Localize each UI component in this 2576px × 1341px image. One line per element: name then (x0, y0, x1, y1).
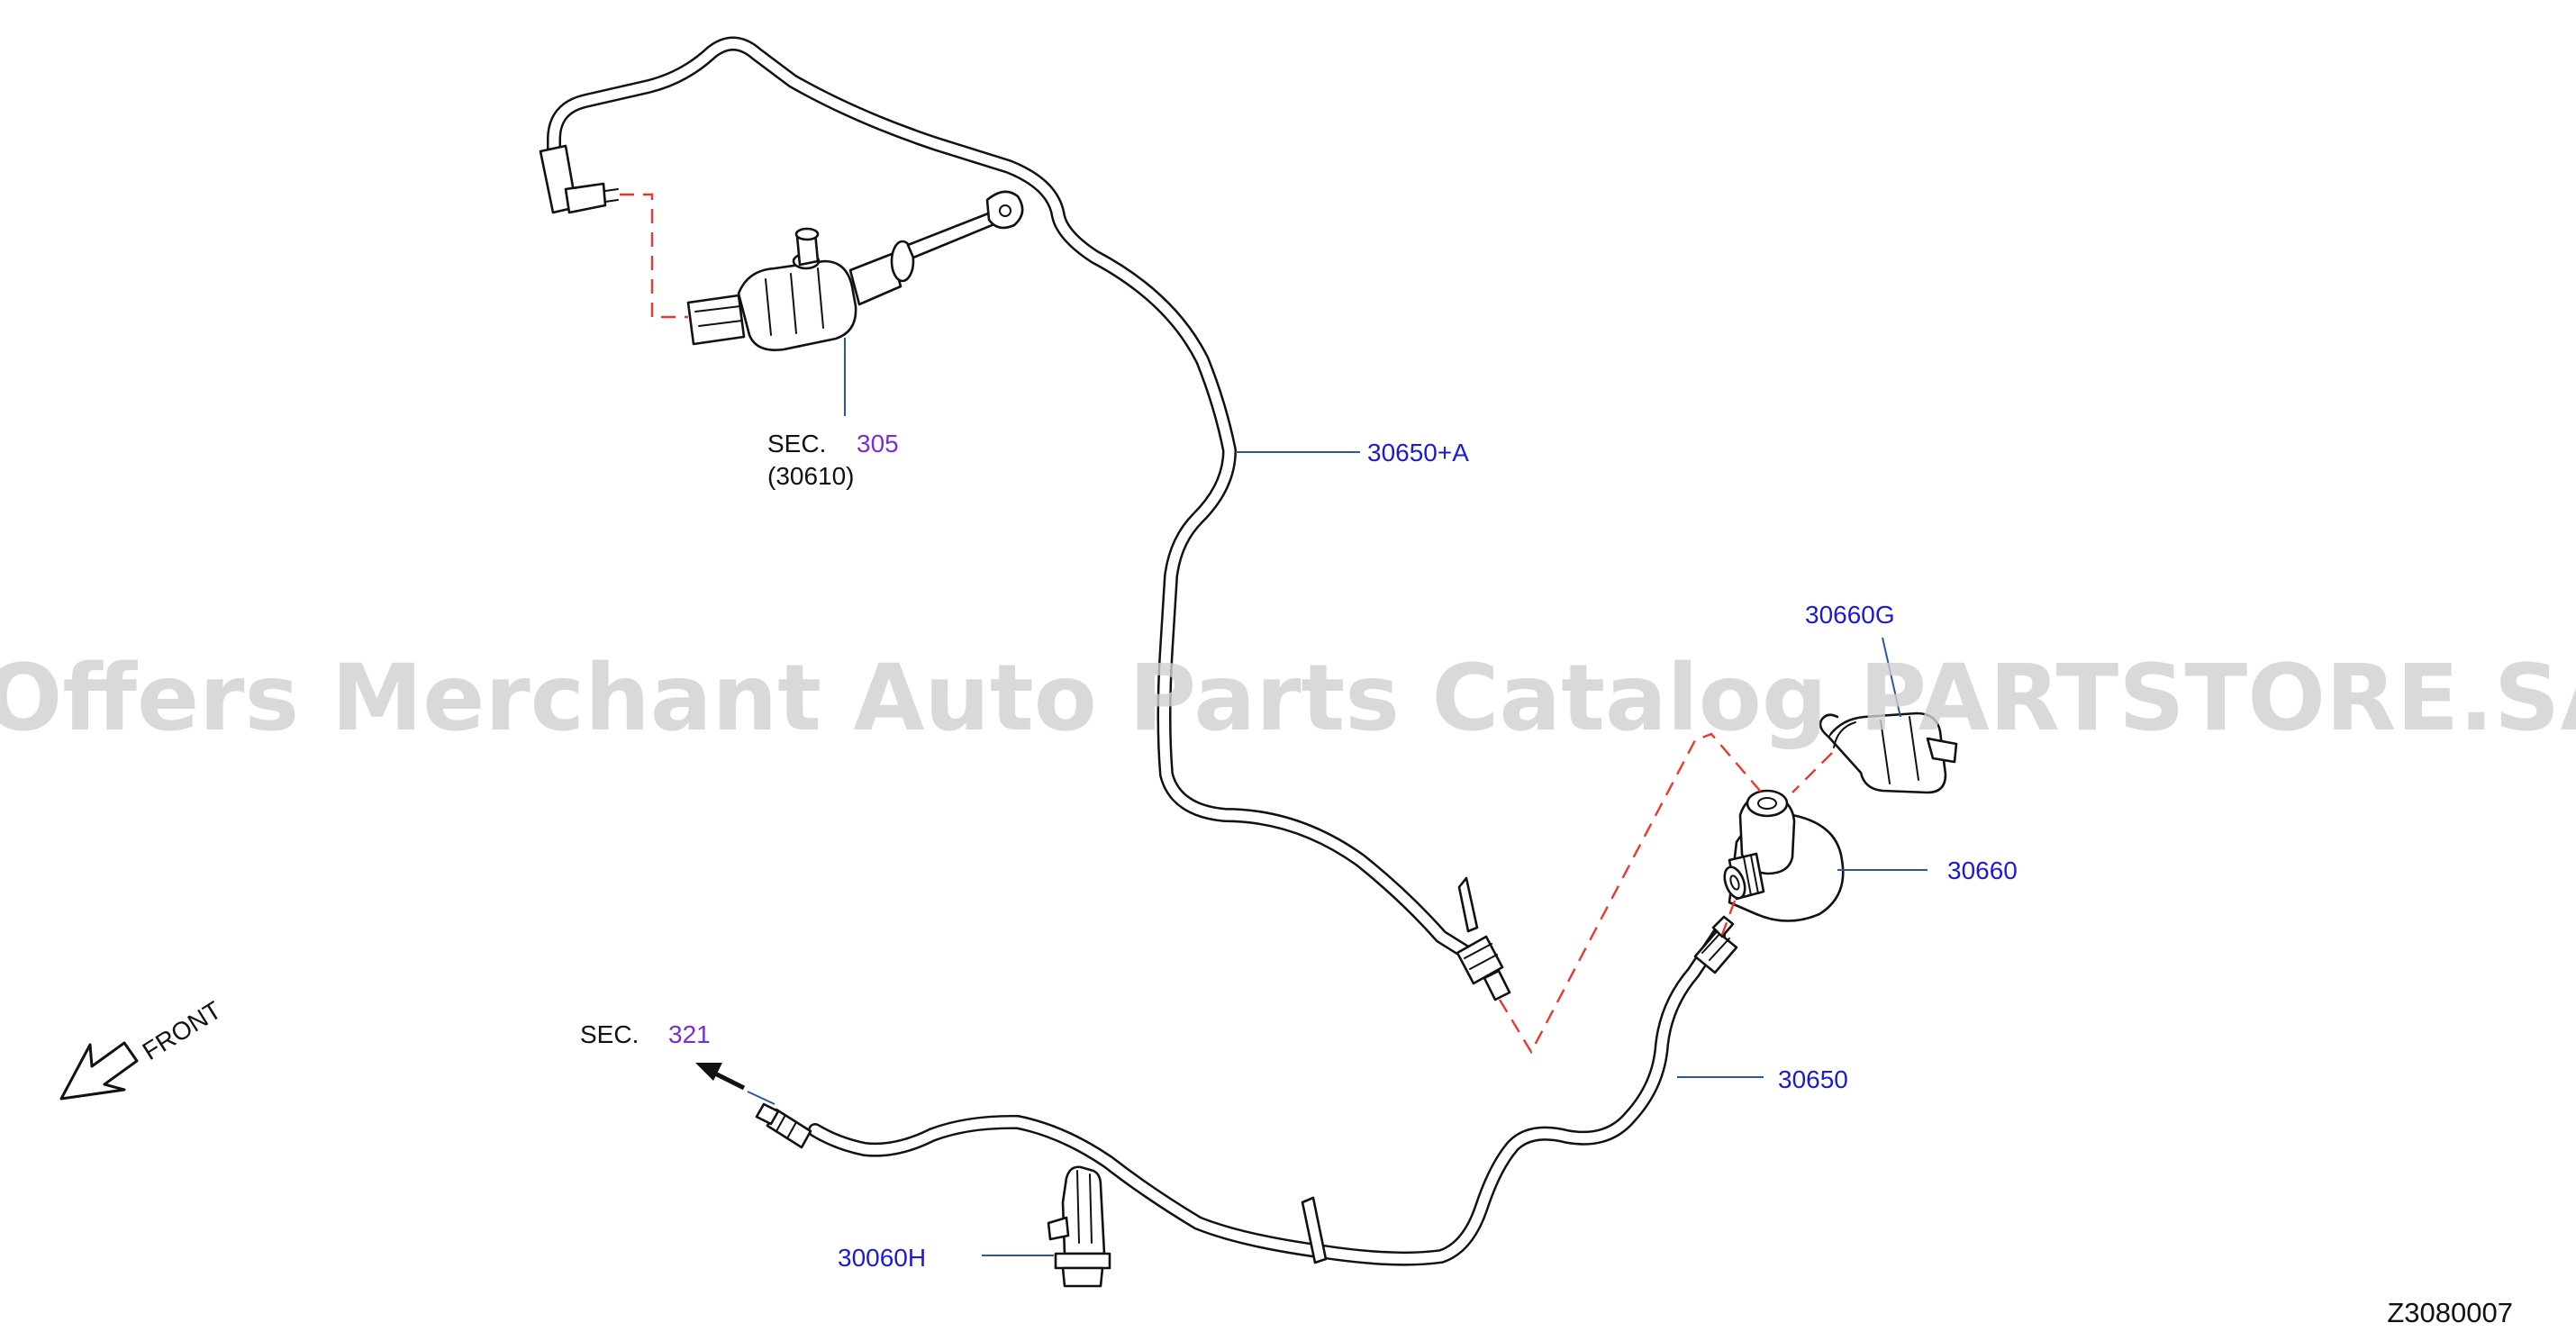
clip-30060h (1047, 1165, 1111, 1288)
clutch-master-cylinder (686, 190, 1024, 351)
clutch-pipe-upper (539, 36, 1511, 1001)
clip-30660g (1819, 711, 1958, 794)
front-arrow-icon (59, 1041, 139, 1101)
label-clip-30660g[interactable]: 30660G (1805, 601, 1895, 629)
leader-30660g (1882, 637, 1901, 718)
front-label: FRONT (138, 996, 226, 1065)
label-sec-305-prefix: SEC. (767, 430, 826, 458)
label-sec-321-number[interactable]: 321 (668, 1020, 711, 1048)
diagram-code: Z3080007 (2387, 1297, 2513, 1328)
connection-line-upper (620, 193, 688, 319)
clutch-pipe-lower (755, 915, 1738, 1266)
label-pipe-30650[interactable]: 30650 (1778, 1065, 1848, 1093)
watermark: Offers Merchant Auto Parts Catalog PARTS… (0, 645, 2576, 752)
connection-line-lower (1498, 732, 1833, 1055)
label-bracket-30660[interactable]: 30660 (1947, 856, 2018, 884)
label-pipe-30650a[interactable]: 30650+A (1367, 439, 1469, 467)
leader-sec-321 (747, 1091, 776, 1105)
label-sec-305-number[interactable]: 305 (857, 430, 899, 458)
sec-321-arrow (695, 1063, 746, 1091)
label-sec-305-part: (30610) (767, 462, 855, 490)
label-sec-321-prefix: SEC. (580, 1020, 639, 1048)
clutch-pipe-bracket (1723, 789, 1845, 922)
label-clip-30060h[interactable]: 30060H (838, 1244, 926, 1272)
